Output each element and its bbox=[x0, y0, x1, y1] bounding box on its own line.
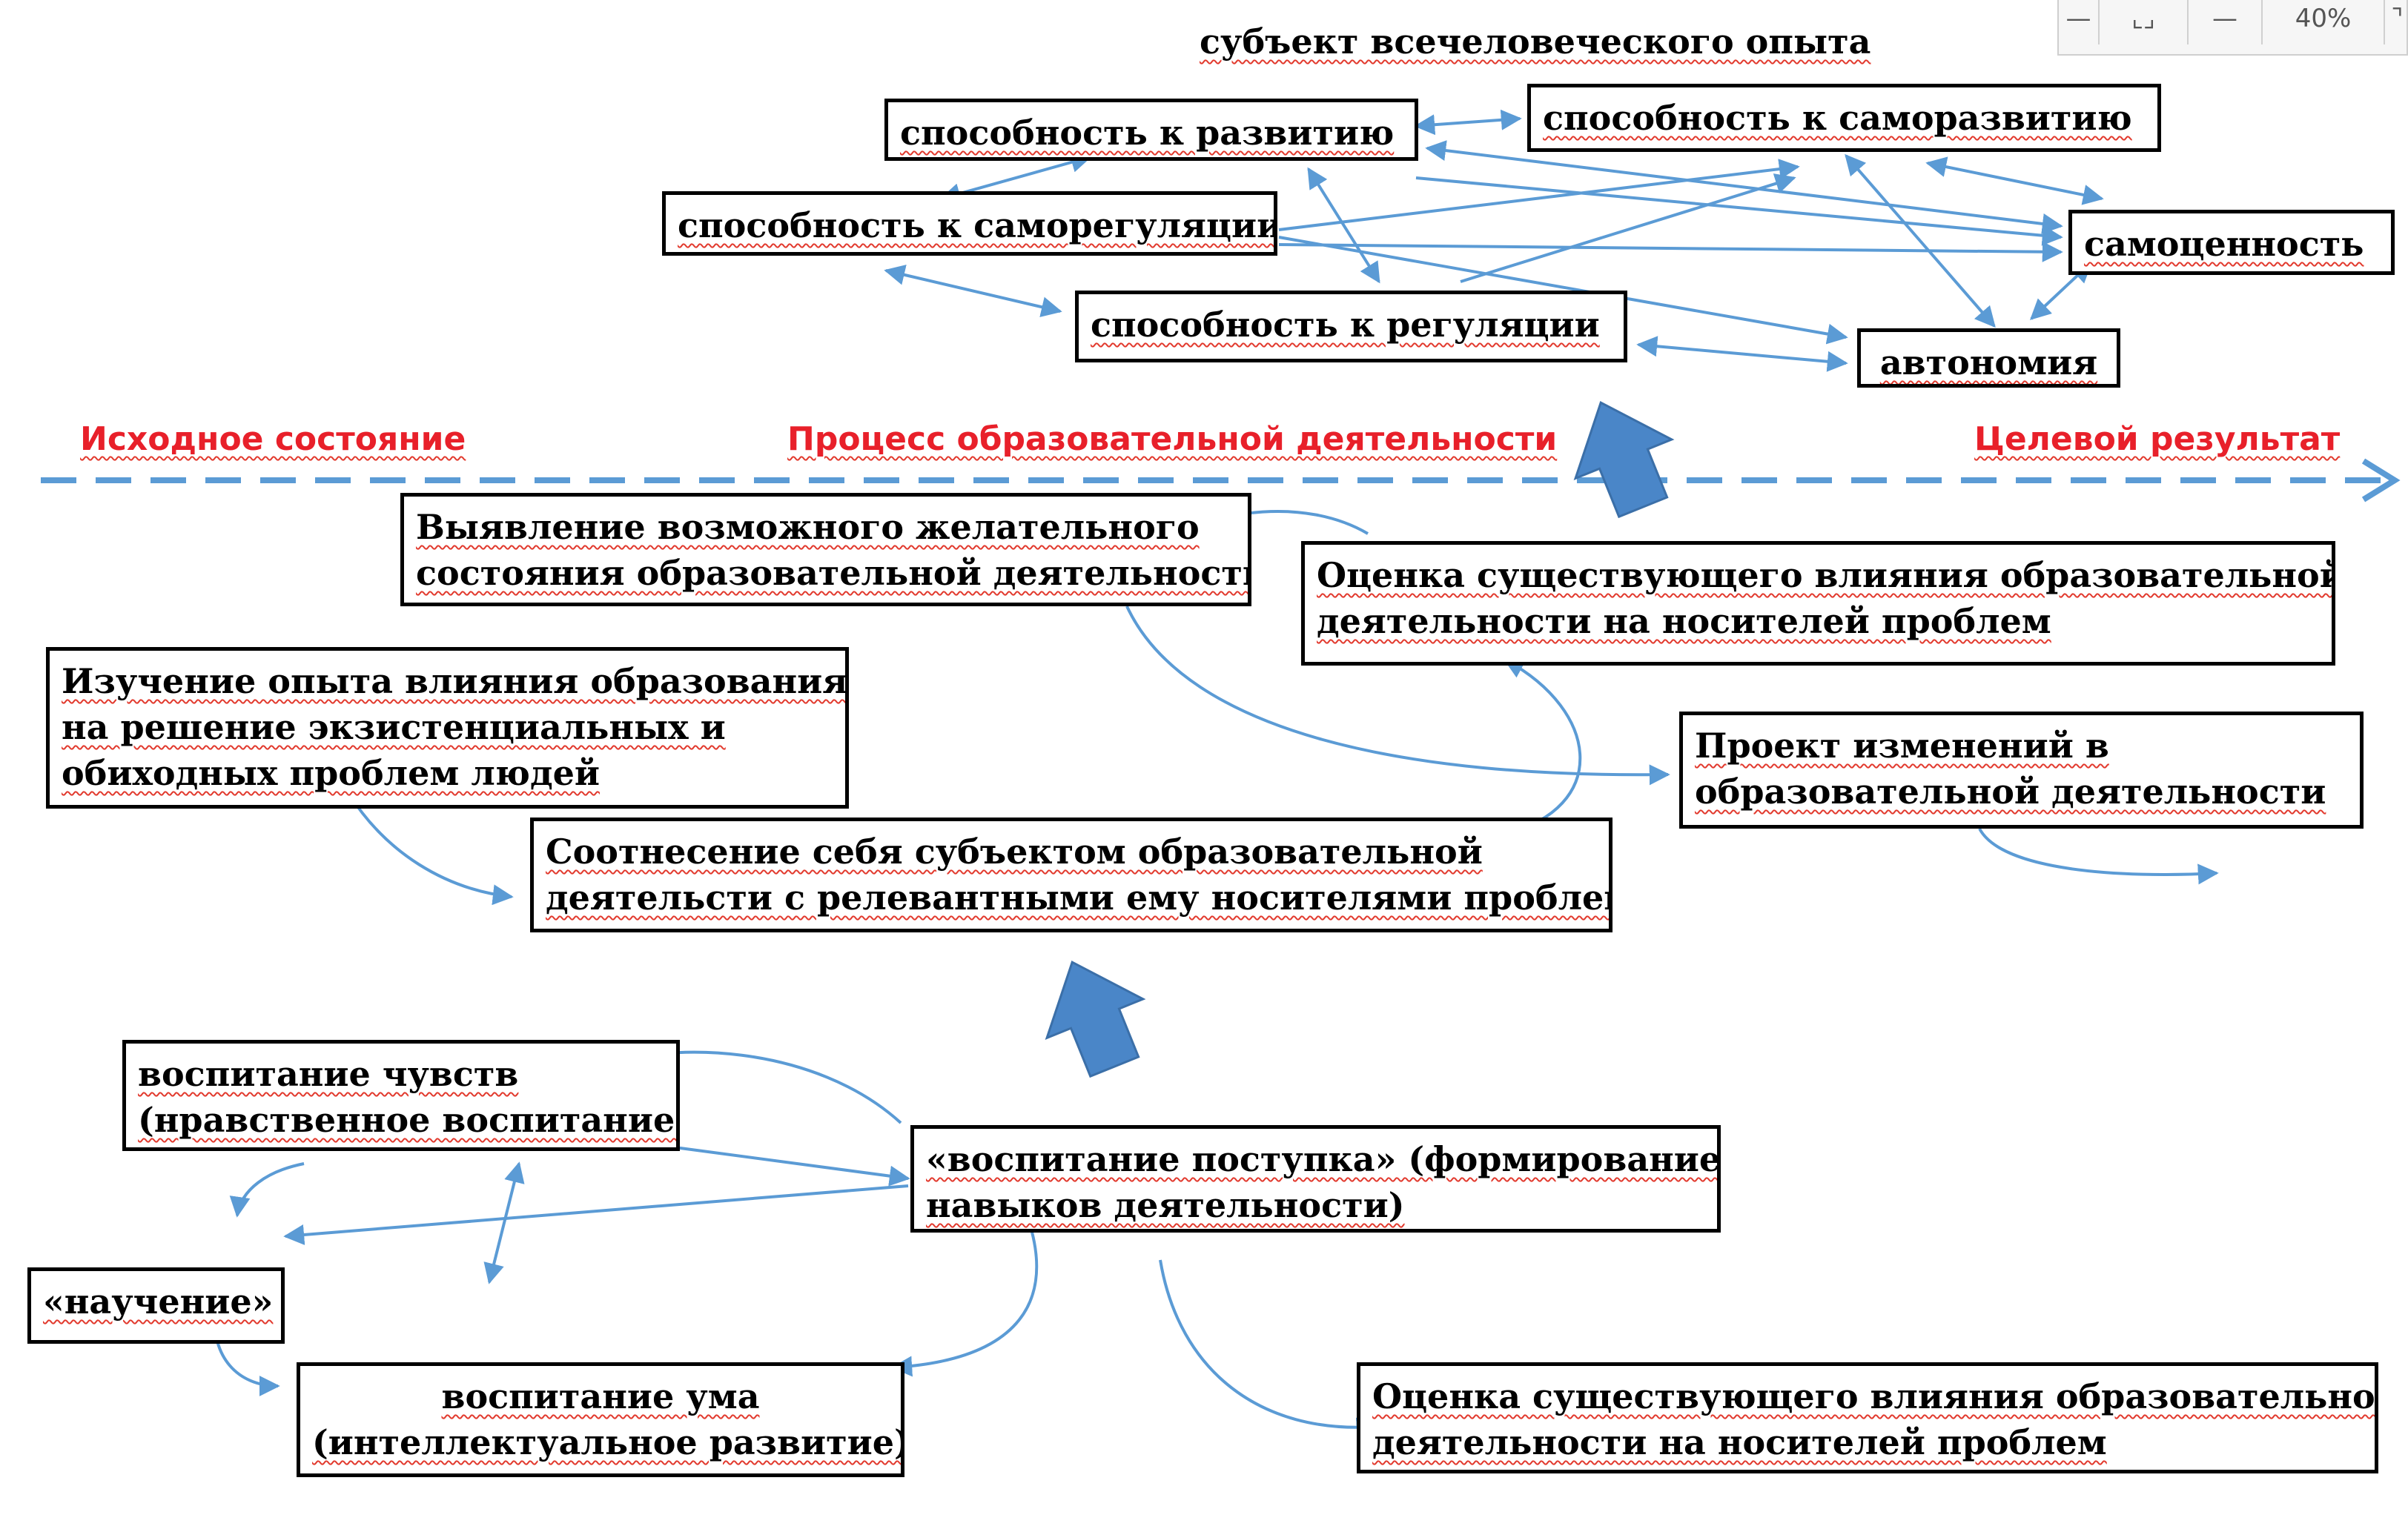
arrow-action-to-left bbox=[283, 1184, 909, 1245]
diagram-title: субъект всечеловеческого опыта bbox=[1200, 21, 1871, 62]
box-regulation: способность к регуляции bbox=[1075, 291, 1627, 362]
corner-icon[interactable]: ⌝ bbox=[2391, 4, 2404, 33]
arrow-feelings-curve bbox=[229, 1162, 305, 1218]
box-development: способность к развитию bbox=[884, 99, 1418, 161]
phase-target: Целевой результат bbox=[1974, 420, 2341, 458]
arrow-development-to-selfdev bbox=[1414, 109, 1522, 136]
arrow-action-to-assess2 bbox=[1159, 1259, 1377, 1439]
box-assess-influence-2: Оценка существующего влияния образовател… bbox=[1357, 1362, 2378, 1473]
arrow-selfreg-to-selfdev bbox=[1278, 159, 1800, 231]
arrow-selfreg-to-autonomy bbox=[1278, 236, 1848, 345]
arrow-regulation-autonomy bbox=[1636, 336, 1848, 372]
arrow-selfdev-selfesteem bbox=[1925, 156, 2104, 205]
box-identify-state: Выявление возможного желательного состоя… bbox=[400, 493, 1251, 606]
box-self-esteem: самоценность bbox=[2068, 210, 2395, 275]
viewer-toolbar: — ⌞⌟ — 40% ⌝ bbox=[2057, 0, 2408, 56]
zoom-level: 40% bbox=[2263, 0, 2385, 44]
arrow-feelings-to-action bbox=[674, 1146, 910, 1187]
arrow-regulation-to-selfdev bbox=[1460, 173, 1796, 283]
arrow-project-out bbox=[1978, 828, 2219, 885]
box-assess-influence: Оценка существующего влияния образовател… bbox=[1301, 541, 2335, 666]
fit-screen-icon[interactable]: ⌞⌟ bbox=[2100, 0, 2189, 44]
arrow-action-to-mind bbox=[891, 1226, 1039, 1377]
arrow-selfreg-to-selfesteem bbox=[1278, 241, 2063, 262]
box-action: «воспитание поступка» (формирование навы… bbox=[910, 1125, 1721, 1233]
arrow-identify-to-project bbox=[1125, 606, 1670, 786]
box-change-project: Проект изменений в образовательной деяте… bbox=[1679, 712, 2364, 829]
box-feelings: воспитание чувств (нравственное воспитан… bbox=[122, 1040, 680, 1151]
phase-initial: Исходное состояние bbox=[80, 420, 466, 458]
arrow-study-to-correlation bbox=[347, 792, 514, 906]
zoom-out-icon[interactable]: — bbox=[2189, 0, 2263, 44]
box-self-development: способность к саморазвитию bbox=[1527, 84, 2161, 152]
arrow-selfdev-autonomy bbox=[1845, 153, 1996, 328]
box-learning: «научение» bbox=[27, 1267, 285, 1344]
minimize-icon[interactable]: — bbox=[2059, 0, 2100, 44]
block-arrow-upper bbox=[1573, 401, 1675, 519]
arrow-correlation-to-assess bbox=[1503, 658, 1582, 835]
box-self-regulation: способность к саморегуляции bbox=[662, 191, 1277, 256]
block-arrow-lower bbox=[1045, 961, 1146, 1078]
box-study-experience: Изучение опыта влияния образования на ре… bbox=[46, 647, 849, 809]
bottom-connectors bbox=[213, 1050, 1377, 1439]
arrow-development-regulation bbox=[1307, 167, 1380, 284]
box-mind: воспитание ума (интеллектуальное развити… bbox=[297, 1362, 904, 1477]
timeline bbox=[41, 458, 2401, 503]
arrow-feelings-learning bbox=[483, 1161, 525, 1284]
box-autonomy: автономия bbox=[1857, 328, 2120, 388]
phase-process: Процесс образовательной деятельности bbox=[787, 420, 1558, 458]
timeline-arrowhead bbox=[2361, 458, 2401, 503]
arrow-selfreg-regulation bbox=[884, 265, 1062, 317]
box-correlation: Соотнесение себя субъектом образовательн… bbox=[530, 818, 1612, 932]
